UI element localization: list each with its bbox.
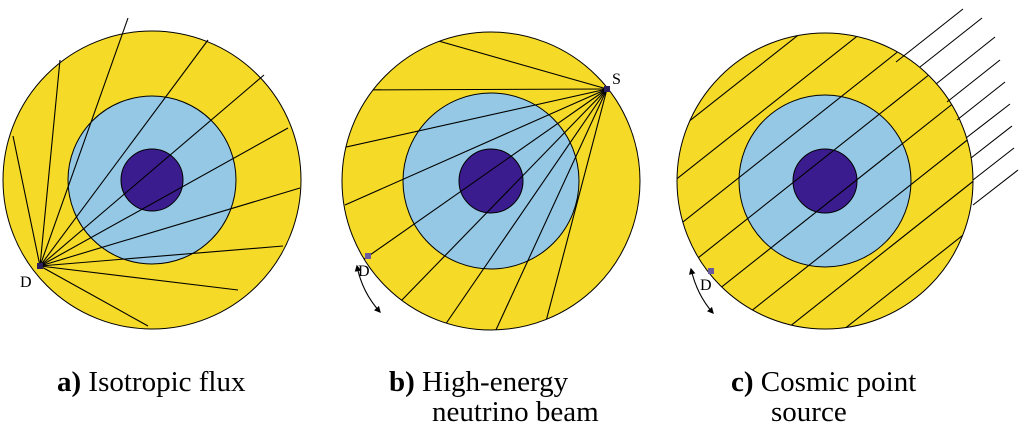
panel-b-diagram: S D	[341, 31, 641, 331]
panel-a-detector-label: D	[20, 274, 32, 291]
panel-b-detector-marker	[365, 253, 371, 259]
panel-b-caption-line1: High-energy	[422, 366, 569, 398]
panel-c-caption: c) Cosmic point source	[731, 367, 916, 427]
panel-c-caption-line1: Cosmic point	[760, 366, 917, 398]
panel-a-rays	[12, 17, 301, 327]
panel-b-caption-line2: neutrino beam	[432, 396, 599, 428]
panel-b-source-label: S	[612, 71, 621, 88]
panel-a-caption-letter: a)	[57, 366, 82, 398]
panel-a-core	[120, 148, 184, 212]
panel-c-detector-label: D	[700, 277, 712, 294]
panel-a-detector-marker	[37, 263, 43, 269]
panel-c-caption-letter: c)	[731, 366, 754, 398]
panel-c-rotation-arrow	[688, 267, 714, 314]
panel-c-detector-marker	[708, 268, 714, 274]
panel-b-rotation-arrow	[354, 264, 381, 313]
panel-b-source-marker	[604, 86, 610, 92]
panel-c-caption-line2: source	[771, 396, 847, 428]
panel-a-diagram: D	[2, 17, 302, 330]
panel-b-core	[458, 148, 524, 214]
panel-c-core	[792, 148, 858, 214]
panel-b-caption: b) High-energy neutrino beam	[389, 367, 599, 427]
panel-c-diagram: D	[676, 8, 1019, 330]
panel-a-caption: a) Isotropic flux	[57, 367, 245, 397]
panel-b-caption-letter: b)	[389, 366, 415, 398]
panel-a-caption-line1: Isotropic flux	[88, 366, 246, 398]
